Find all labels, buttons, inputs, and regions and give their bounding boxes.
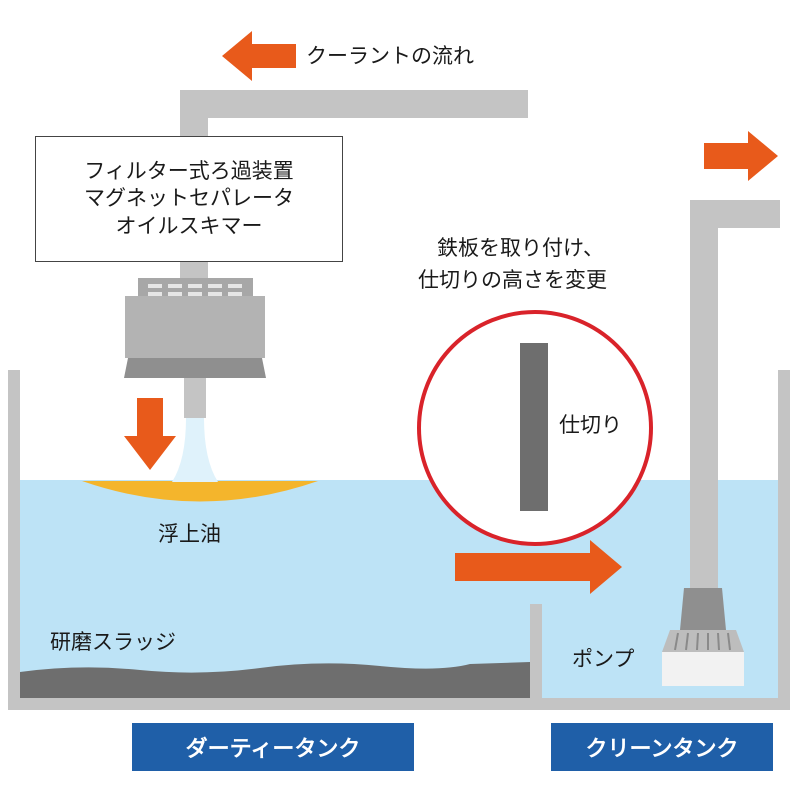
- arrow-right-icon: [704, 131, 778, 181]
- filter-outlet-pipe: [184, 378, 206, 418]
- equipment-line-separator: マグネットセパレータ: [84, 186, 294, 211]
- pump-label: ポンプ: [572, 647, 635, 671]
- equipment-line-skimmer: オイルスキマー: [115, 213, 263, 238]
- filter-vent-slots: [148, 284, 242, 296]
- arrow-left-icon: [222, 31, 296, 81]
- return-pipe-horizontal: [180, 90, 528, 118]
- filter-device-body: [125, 296, 265, 358]
- return-pipe-vertical-lower: [180, 262, 208, 280]
- coolant-water: [20, 480, 778, 698]
- tank-divider: [530, 604, 542, 704]
- arrow-down-icon: [124, 398, 176, 470]
- partition-label: 仕切り: [559, 413, 622, 437]
- equipment-box: フィルター式ろ過装置 マグネットセパレータ オイルスキマー: [35, 136, 343, 262]
- pump-pipe-vertical: [690, 200, 718, 590]
- pump-base: [662, 652, 744, 686]
- sludge-label: 研磨スラッジ: [50, 630, 176, 654]
- equipment-line-filter: フィルター式ろ過装置: [84, 159, 294, 184]
- partition-note-line2: 仕切りの高さを変更: [418, 268, 607, 292]
- pump-screen-lines: [674, 632, 731, 651]
- filter-device-base: [124, 358, 266, 378]
- sludge-layer: [20, 662, 530, 698]
- arrow-flow-right-icon: [455, 540, 622, 594]
- clean-water-stream: [172, 418, 218, 482]
- floating-oil-layer: [82, 481, 318, 502]
- dirty-tank-label: ダーティータンク: [132, 723, 414, 771]
- coolant-flow-label: クーラントの流れ: [306, 44, 474, 68]
- pump-body: [680, 588, 726, 630]
- partition-note-line1: 鉄板を取り付け、: [437, 236, 604, 260]
- steel-plate-partition: [520, 343, 548, 511]
- floating-oil-label: 浮上油: [158, 522, 221, 546]
- clean-tank-label: クリーンタンク: [551, 723, 773, 771]
- return-pipe-vertical-upper: [180, 90, 208, 138]
- pump-screen: [662, 630, 744, 652]
